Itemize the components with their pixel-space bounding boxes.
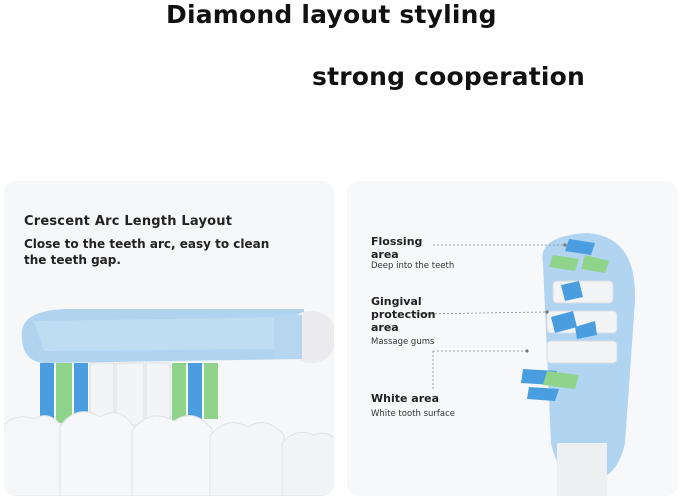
callout-flossing-title-2: area <box>371 248 399 261</box>
callout-gingival-title-1: Gingival <box>371 295 422 308</box>
brush-on-teeth-illustration <box>4 309 334 496</box>
teeth <box>4 411 334 496</box>
brush-head-tufts <box>521 239 618 401</box>
callout-gingival: Gingival protection area Massage gums <box>371 295 436 348</box>
left-feature-panel: Crescent Arc Length Layout Close to the … <box>4 181 334 496</box>
right-feature-panel: Flossing area Deep into the teeth Gingiv… <box>347 181 678 496</box>
callout-flossing-subtitle: Deep into the teeth <box>371 261 455 271</box>
callout-leader-lines <box>414 244 565 389</box>
callout-dots <box>525 243 567 353</box>
left-panel-description-line-1: Close to the teeth arc, easy to clean <box>24 237 270 251</box>
callout-gingival-title-3: area <box>371 321 399 334</box>
callout-flossing: Flossing area Deep into the teeth <box>371 235 454 272</box>
left-panel-description-line-2: the teeth gap. <box>24 253 121 267</box>
left-panel-title: Crescent Arc Length Layout <box>24 214 233 229</box>
heading-line-1: Diamond layout styling <box>166 0 497 29</box>
callout-white-area-subtitle: White tooth surface <box>371 409 455 419</box>
callout-gingival-title-2: protection <box>371 308 436 321</box>
callout-white-area: White area White tooth surface <box>371 392 455 420</box>
callout-white-area-title: White area <box>371 392 440 405</box>
heading-line-2: strong cooperation <box>312 62 586 91</box>
callout-gingival-subtitle: Massage gums <box>371 337 435 347</box>
callout-flossing-title-1: Flossing <box>371 235 423 248</box>
brush-head-callout-illustration <box>414 233 636 496</box>
